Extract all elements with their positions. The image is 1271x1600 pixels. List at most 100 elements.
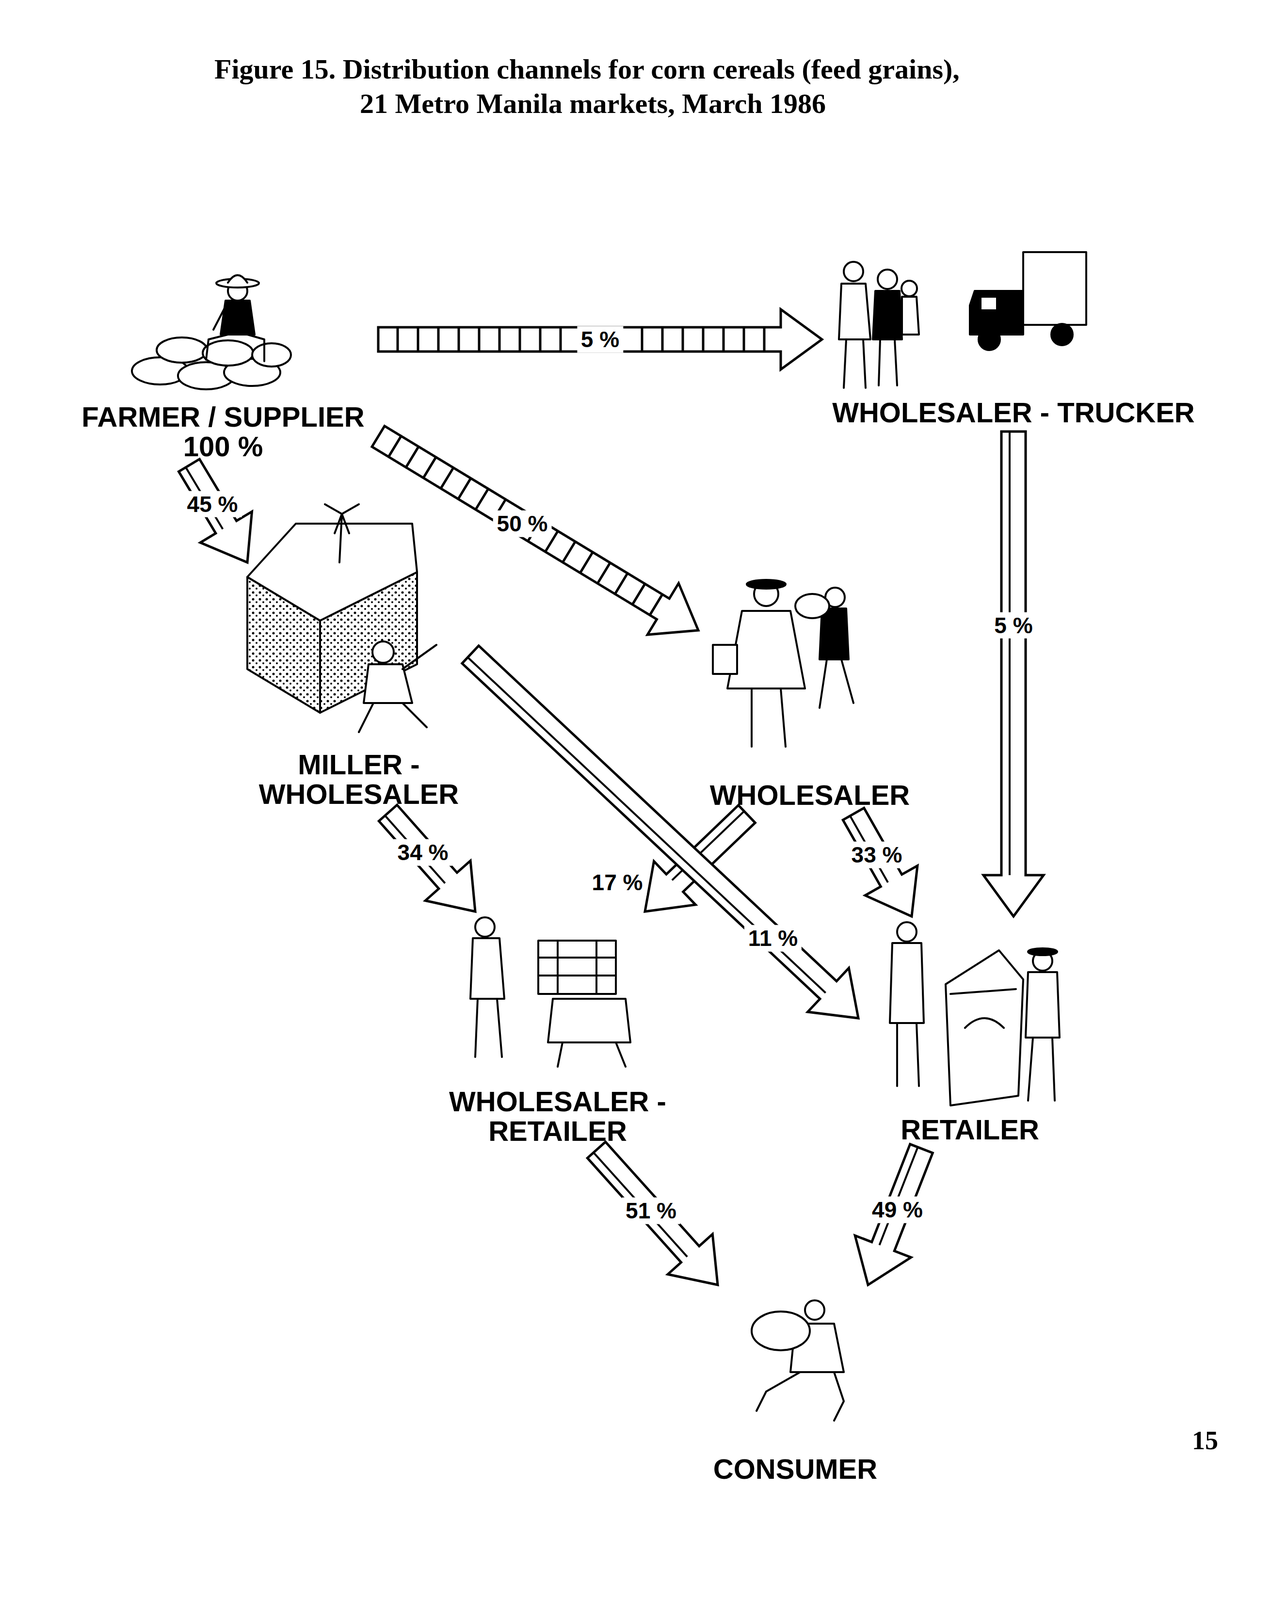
arrow-outline (854, 1144, 933, 1286)
share-label: 51 % (621, 1197, 681, 1225)
illustration-stroke (819, 659, 854, 708)
mill-figure (247, 504, 437, 733)
arrow-rung (763, 327, 766, 352)
trucker-figure (838, 252, 1087, 388)
actor-label: WHOLESALER (698, 780, 922, 811)
illustration-stroke (804, 1300, 825, 1320)
arrow-rung (475, 488, 489, 510)
arrow-rung (661, 327, 664, 352)
illustration-stroke (247, 523, 418, 621)
illustration-stroke (872, 290, 902, 340)
illustration-stroke (1028, 948, 1058, 956)
illustration-stroke (372, 641, 394, 663)
flow-arrow (178, 459, 253, 563)
arrow-rung (423, 457, 436, 479)
arrow-inner-line (879, 1147, 918, 1246)
illustration-stroke (363, 664, 413, 704)
share-label: 17 % (588, 868, 647, 896)
arrow-rung (649, 594, 663, 616)
illustration-stroke (897, 1023, 919, 1087)
arrow-rung (597, 563, 611, 584)
illustration-stroke (538, 940, 616, 995)
consumer-figure (751, 1300, 844, 1421)
illustration-stroke (1051, 323, 1073, 346)
arrow-rung (437, 327, 440, 352)
illustration-stroke (1023, 252, 1087, 325)
illustration-stroke (897, 922, 917, 942)
actor-label: RETAILER (858, 1115, 1082, 1145)
actor-label: WHOLESALER - TRUCKER (821, 398, 1206, 428)
illustration-stroke (945, 950, 1024, 1106)
actor-label: FARMER / SUPPLIER (67, 402, 379, 433)
arrow-rung (518, 327, 522, 352)
illustration-stroke (751, 1311, 810, 1351)
arrow-rung (539, 327, 542, 352)
figure-title: Figure 15. Distribution channels for cor… (214, 52, 981, 122)
illustration-stroke (213, 306, 226, 330)
arrow-rung (562, 541, 576, 563)
wholesaler-figure (712, 579, 854, 747)
flow-arrow (378, 804, 476, 912)
illustration-stroke (878, 339, 898, 386)
page-number: 15 (1191, 1425, 1219, 1456)
arrow-rung (478, 327, 481, 352)
illustration-stroke (950, 989, 1016, 1029)
arrow-rung (396, 327, 400, 352)
actor-label: WHOLESALER - RETAILER (436, 1087, 679, 1147)
arrow-outline (178, 459, 253, 563)
illustration-stroke (901, 296, 919, 335)
illustration-stroke (358, 644, 437, 733)
illustration-stroke (889, 943, 924, 1024)
share-label: 11 % (744, 925, 802, 952)
illustration-stroke (557, 1042, 626, 1067)
illustration-stroke (969, 290, 1024, 335)
illustration-stroke (980, 296, 998, 311)
farmer-figure (131, 275, 291, 390)
flow-arrow (842, 808, 918, 918)
arrow-rung (458, 478, 471, 499)
actor-node: WHOLESALER - TRUCKER (821, 247, 1206, 432)
actor-node: WHOLESALER (698, 572, 922, 815)
illustration-stroke (206, 334, 265, 362)
flow-arrow (378, 309, 822, 370)
flow-arrow (983, 431, 1044, 917)
retailer-figure (889, 922, 1060, 1106)
illustration-stroke (202, 340, 254, 366)
illustration-stroke (727, 611, 805, 689)
arrow-rung (632, 583, 645, 605)
arrow-rung (641, 327, 644, 352)
arrow-rung (440, 467, 454, 489)
arrow-outline (842, 808, 918, 918)
illustration-stroke (227, 275, 248, 284)
illustration-stroke (901, 280, 918, 297)
arrow-rung (417, 327, 420, 352)
arrow-outline (587, 1142, 718, 1286)
actor-node: RETAILER (858, 916, 1082, 1149)
illustration-stroke (746, 579, 786, 589)
share-label: 33 % (847, 841, 907, 869)
illustration-stroke (252, 343, 291, 367)
actor-node: WHOLESALER - RETAILER (436, 911, 679, 1151)
illustration-stroke (547, 998, 631, 1043)
arrow-outline (462, 645, 859, 1019)
arrow-rung (457, 327, 461, 352)
arrow-inner-line (467, 657, 826, 994)
illustration-stroke (843, 261, 864, 282)
illustration-stroke (1025, 972, 1060, 1038)
illustration-stroke (475, 998, 502, 1058)
actor-label: 100 % (67, 432, 379, 462)
flow-arrow (587, 1142, 718, 1286)
illustration-stroke (156, 337, 208, 363)
arrow-rung (579, 552, 593, 574)
illustration-stroke (470, 938, 505, 999)
illustration-stroke (712, 644, 738, 675)
flow-arrow (854, 1144, 933, 1286)
illustration-stroke (756, 1372, 844, 1421)
arrow-rung (702, 327, 705, 352)
actor-node: CONSUMER (693, 1285, 898, 1489)
illustration-stroke (751, 688, 786, 747)
arrow-rung (681, 327, 685, 352)
actor-label: MILLER - WHOLESALER (247, 750, 471, 810)
